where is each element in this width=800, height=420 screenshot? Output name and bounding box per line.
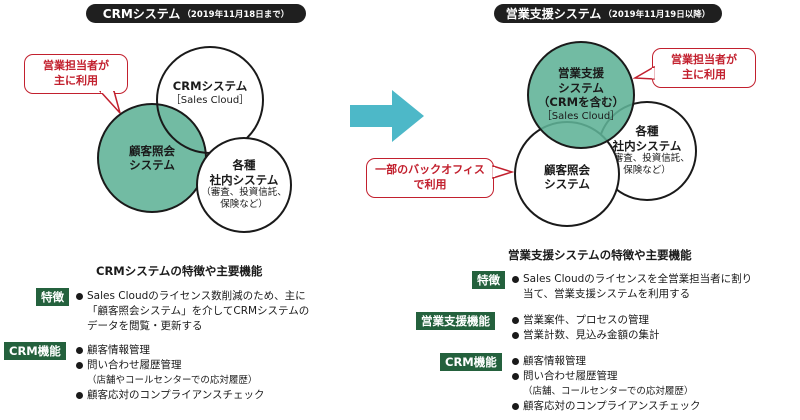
right-callout-top: 営業担当者が 主に利用 bbox=[652, 48, 756, 88]
list-item-cont: データを閲覧・更新する bbox=[87, 320, 203, 332]
right-callout-top-line1: 営業担当者が bbox=[671, 53, 737, 67]
left-internal-title2: 社内システム bbox=[209, 172, 279, 187]
left-features-list: Sales Cloudのライセンス数削減のため、主に 「顧客照会システム」を介し… bbox=[76, 289, 309, 334]
list-item: 営業計数、見込み金額の集計 bbox=[512, 328, 660, 343]
list-item: 顧客応対のコンプライアンスチェック bbox=[76, 388, 265, 403]
left-header: CRMシステム （2019年11月18日まで） bbox=[86, 4, 306, 23]
right-sales-title3: （CRMを含む） bbox=[537, 94, 625, 109]
right-header-title: 営業支援システム bbox=[505, 7, 602, 21]
right-sales-title1: 営業支援 bbox=[558, 66, 604, 81]
right-crm-list: 顧客情報管理 問い合わせ履歴管理 （店舗、コールセンターでの応対履歴） 顧客応対… bbox=[512, 354, 701, 414]
right-features-list: Sales Cloudのライセンスを全営業担当者に割り 当て、営業支援システムを… bbox=[512, 272, 752, 302]
left-section-title: CRMシステムの特徴や主要機能 bbox=[96, 264, 263, 278]
list-item: Sales Cloudのライセンスを全営業担当者に割り bbox=[512, 272, 752, 287]
right-callout-left-line1: 一部のバックオフィス bbox=[375, 163, 485, 177]
list-item-note: （店舗やコールセンターでの応対履歴） bbox=[87, 375, 258, 386]
right-callout-left: 一部のバックオフィス で利用 bbox=[366, 158, 494, 198]
list-item: 顧客情報管理 bbox=[512, 354, 701, 369]
right-callout-top-pointer bbox=[633, 66, 655, 80]
left-customer-line1: 顧客照会 bbox=[129, 143, 175, 158]
left-tag-crm: CRM機能 bbox=[4, 342, 66, 360]
left-crm-sub: ［Sales Cloud］ bbox=[170, 94, 250, 106]
right-tag-sales: 営業支援機能 bbox=[416, 312, 495, 330]
list-item-cont: 当て、営業支援システムを利用する bbox=[523, 288, 691, 300]
right-sales-title2: システム bbox=[558, 80, 604, 95]
left-crm-title: CRMシステム bbox=[172, 78, 248, 93]
list-item: 問い合わせ履歴管理 bbox=[512, 369, 701, 384]
list-item: 営業案件、プロセスの管理 bbox=[512, 313, 660, 328]
right-sales-sub: ［Sales Cloud］ bbox=[541, 111, 621, 123]
left-internal-title1: 各種 bbox=[232, 158, 256, 173]
right-customer-line2: システム bbox=[544, 177, 590, 191]
right-callout-left-line2: で利用 bbox=[413, 178, 447, 191]
left-callout-pointer bbox=[98, 91, 121, 114]
list-item: 問い合わせ履歴管理 bbox=[76, 358, 265, 373]
right-callout-top-line2: 主に利用 bbox=[682, 68, 726, 81]
left-internal-circle: 各種 社内システム （審査、投資信託、 保険など） bbox=[196, 137, 292, 233]
left-callout-line1: 営業担当者が bbox=[43, 59, 109, 73]
right-section-title: 営業支援システムの特徴や主要機能 bbox=[508, 248, 692, 262]
list-item-note: （店舗、コールセンターでの応対履歴） bbox=[523, 386, 694, 397]
right-tag-features: 特徴 bbox=[472, 271, 505, 289]
right-sales-circle: 営業支援 システム （CRMを含む） ［Sales Cloud］ bbox=[527, 41, 635, 149]
left-internal-sub1: （審査、投資信託、 bbox=[201, 187, 287, 199]
right-tag-crm: CRM機能 bbox=[440, 353, 502, 371]
right-internal-sub2: 保険など） bbox=[623, 165, 671, 177]
right-header-date: （2019年11月19日以降） bbox=[603, 9, 711, 20]
left-crm-list: 顧客情報管理 問い合わせ履歴管理 （店舗やコールセンターでの応対履歴） 顧客応対… bbox=[76, 343, 265, 403]
list-item: Sales Cloudのライセンス数削減のため、主に bbox=[76, 289, 309, 304]
left-customer-line2: システム bbox=[129, 158, 175, 172]
right-internal-title1: 各種 bbox=[635, 124, 659, 139]
right-internal-sub1: （審査、投資信託、 bbox=[604, 153, 690, 165]
right-customer-line1: 顧客照会 bbox=[544, 162, 590, 177]
left-header-title: CRMシステム bbox=[102, 7, 181, 21]
list-item-cont: 「顧客照会システム」を介してCRMシステムの bbox=[87, 305, 310, 317]
right-callout-left-pointer bbox=[492, 164, 515, 180]
left-callout-line2: 主に利用 bbox=[54, 74, 98, 87]
transition-arrow-icon bbox=[350, 90, 424, 142]
right-header: 営業支援システム （2019年11月19日以降） bbox=[494, 4, 722, 23]
left-tag-features: 特徴 bbox=[36, 288, 69, 306]
left-callout: 営業担当者が 主に利用 bbox=[24, 54, 128, 94]
left-header-date: （2019年11月18日まで） bbox=[182, 9, 290, 20]
right-internal-title2: 社内システム bbox=[612, 138, 682, 153]
right-sales-list: 営業案件、プロセスの管理 営業計数、見込み金額の集計 bbox=[512, 313, 660, 343]
list-item: 顧客情報管理 bbox=[76, 343, 265, 358]
left-internal-sub2: 保険など） bbox=[220, 199, 268, 211]
list-item: 顧客応対のコンプライアンスチェック bbox=[512, 399, 701, 414]
